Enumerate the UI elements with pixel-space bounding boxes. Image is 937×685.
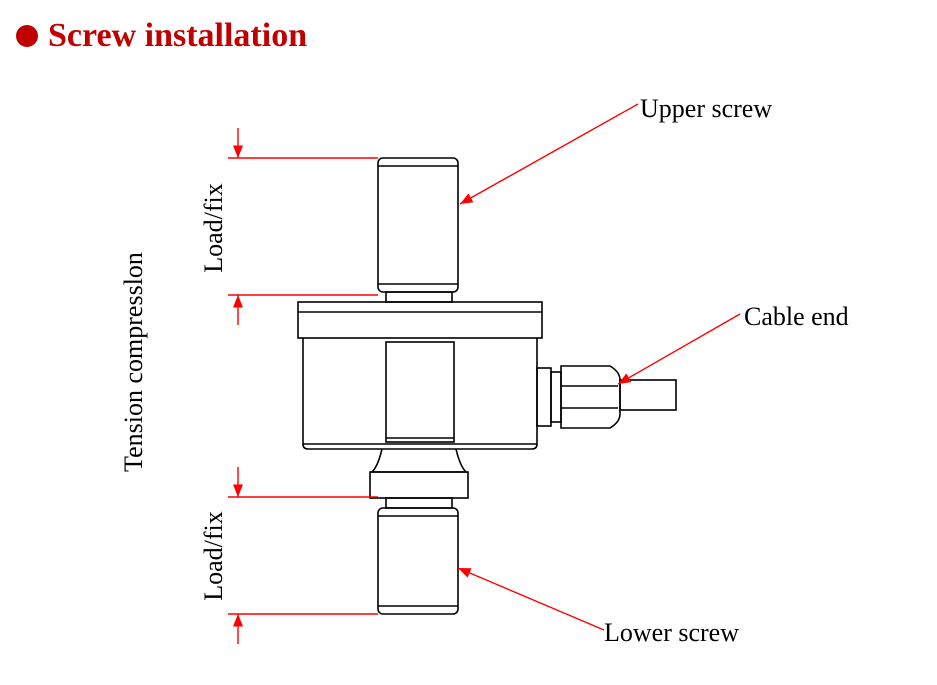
lower-screw-label: Lower screw xyxy=(604,618,739,647)
upper-screw xyxy=(377,157,459,303)
upper-screw-label: Upper screw xyxy=(640,94,772,123)
lower-collar xyxy=(369,471,469,499)
lower-screw-body xyxy=(377,507,459,615)
section-title: Screw installation xyxy=(48,17,308,54)
housing-body xyxy=(302,338,538,450)
lower-connector xyxy=(369,448,469,509)
cable-end-leader xyxy=(617,313,741,385)
lower-load-fix-label: Load/fix xyxy=(199,511,228,601)
bullet-icon xyxy=(16,25,38,47)
cable-end-label: Cable end xyxy=(744,302,849,331)
housing-window xyxy=(385,341,455,443)
lower-screw-leader xyxy=(457,567,605,631)
leader-lines xyxy=(457,103,741,631)
tension-compression-label: Tension compresslon xyxy=(119,252,148,472)
upper-load-fix-label: Load/fix xyxy=(199,183,228,273)
lower-dimension xyxy=(228,467,378,644)
section-header: Screw installation xyxy=(16,14,307,58)
upper-screw-leader xyxy=(459,103,639,205)
cable-gland xyxy=(536,365,677,429)
upper-screw-neck xyxy=(385,291,453,303)
gland-base xyxy=(536,367,552,427)
upper-screw-body xyxy=(377,157,459,293)
lower-screw xyxy=(377,507,459,615)
cable xyxy=(619,379,677,411)
lower-neck xyxy=(370,448,468,473)
sensor-housing xyxy=(297,301,543,450)
upper-dimension xyxy=(228,128,378,325)
gland-nut xyxy=(560,365,621,429)
housing-top-flange xyxy=(297,301,543,339)
